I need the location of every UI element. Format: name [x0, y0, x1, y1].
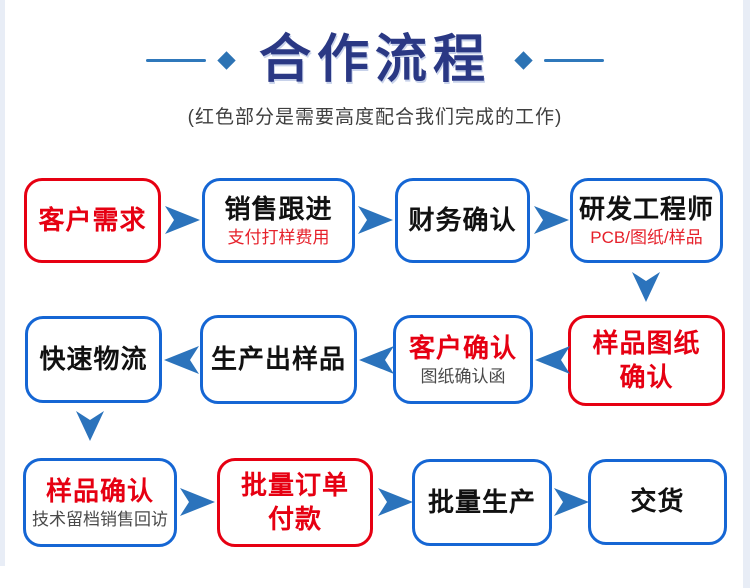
flow-arrow-right-icon: [378, 488, 413, 516]
diamond-icon: [217, 51, 236, 70]
flow-node-delivery: 交货: [588, 459, 727, 545]
flow-node-bulk-order-payment: 批量订单 付款: [217, 458, 373, 547]
node-title: 客户确认: [408, 332, 517, 363]
node-title: 样品确认: [45, 475, 154, 506]
node-title: 批量订单: [240, 469, 349, 500]
node-title: 研发工程师: [579, 193, 715, 224]
node-title: 快速物流: [39, 343, 148, 374]
node-title: 交货: [630, 486, 685, 517]
flow-arrow-left-icon: [164, 346, 199, 374]
flow-arrow-left-icon: [535, 346, 570, 374]
flow-node-bulk-production: 批量生产: [412, 459, 552, 546]
page-subtitle: (红色部分是需要高度配合我们完成的工作): [187, 107, 563, 128]
title-line-right-decoration: [544, 59, 604, 62]
flow-node-sales-follow-up: 销售跟进 支付打样费用: [202, 178, 355, 263]
flow-node-produce-sample: 生产出样品: [200, 315, 357, 404]
flow-arrow-down-icon: [76, 411, 104, 441]
node-title-line2: 确认: [619, 362, 674, 392]
flow-arrow-right-icon: [165, 206, 200, 234]
node-subtitle: 图纸确认函: [420, 366, 506, 386]
node-title: 财务确认: [408, 204, 517, 235]
node-subtitle: PCB/图纸/样品: [590, 227, 703, 247]
page-edge-strip-right: [743, 0, 750, 588]
node-title: 样品图纸: [592, 327, 701, 358]
node-title: 销售跟进: [224, 193, 333, 224]
flow-arrow-right-icon: [180, 488, 215, 516]
node-title: 客户需求: [38, 204, 147, 235]
node-title: 生产出样品: [210, 343, 346, 374]
page-title: 合作流程: [258, 31, 491, 89]
flow-node-sample-confirm: 样品确认 技术留档销售回访: [23, 458, 177, 547]
node-title-line2: 付款: [267, 504, 322, 534]
flow-node-customer-confirm: 客户确认 图纸确认函: [393, 315, 533, 404]
title-line-left-decoration: [145, 59, 206, 62]
diamond-icon: [514, 51, 533, 70]
flow-node-sample-drawing-confirm: 样品图纸 确认: [568, 315, 725, 406]
flow-node-fast-logistics: 快速物流: [25, 316, 162, 403]
node-subtitle: 技术留档销售回访: [32, 509, 168, 529]
flow-arrow-right-icon: [534, 206, 569, 234]
flow-arrow-right-icon: [358, 206, 393, 234]
flow-node-rd-engineer: 研发工程师 PCB/图纸/样品: [570, 178, 723, 263]
node-title: 批量生产: [427, 486, 536, 517]
flow-arrow-left-icon: [359, 346, 394, 374]
flow-arrow-right-icon: [554, 488, 589, 516]
page-header: 合作流程: [0, 28, 750, 93]
flow-node-finance-confirm: 财务确认: [395, 178, 530, 263]
node-subtitle: 支付打样费用: [227, 227, 330, 247]
page-edge-strip-left: [0, 0, 5, 566]
flow-node-customer-demand: 客户需求: [24, 178, 161, 263]
flow-arrow-down-icon: [632, 272, 660, 302]
